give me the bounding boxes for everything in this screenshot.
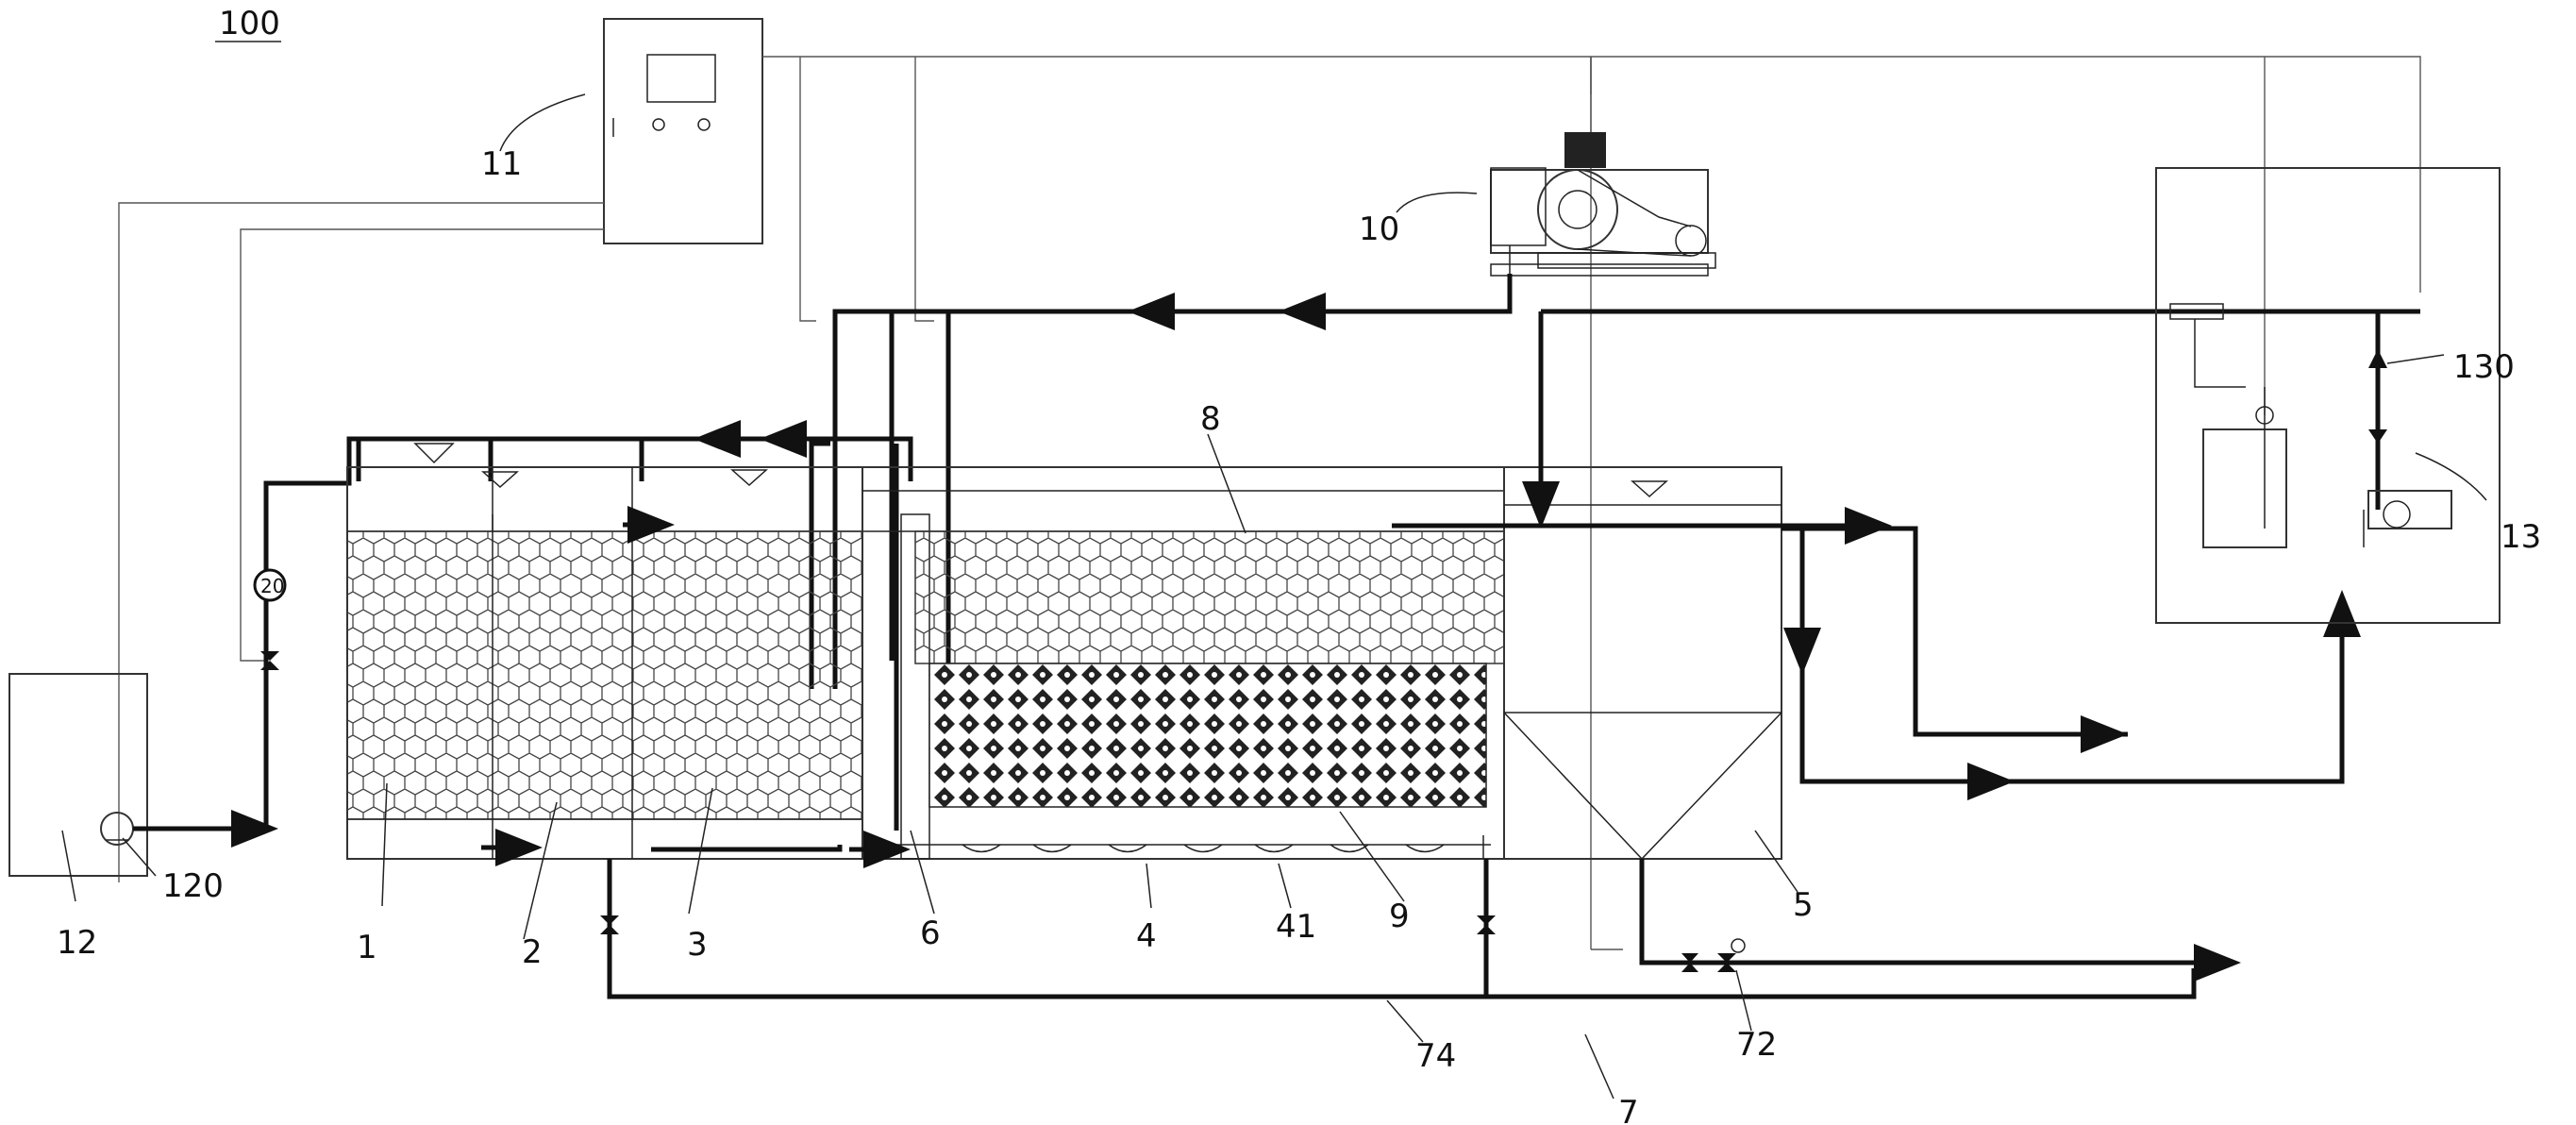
biofilm-media xyxy=(928,663,1487,808)
dosing-unit xyxy=(2155,167,2501,624)
label-tank-2: 2 xyxy=(522,933,543,971)
aerobic-tank xyxy=(849,466,1505,868)
label-pipe-72: 72 xyxy=(1736,1026,1777,1064)
label-raw-tank: 12 xyxy=(57,924,97,962)
label-pipe-74: 74 xyxy=(1415,1037,1456,1075)
flow-gauge-value: 20 xyxy=(260,575,284,597)
raw-water-pipe: 20 xyxy=(133,480,349,848)
flow-gauge xyxy=(253,568,287,602)
figure-label: 100 xyxy=(219,5,280,42)
label-control-cabinet: 11 xyxy=(481,145,522,183)
control-wires xyxy=(118,56,2421,950)
label-valve-130: 130 xyxy=(2453,348,2515,386)
label-sedimentation-5: 5 xyxy=(1793,886,1814,924)
sludge-pipes xyxy=(600,859,2241,999)
raw-water-tank xyxy=(8,673,148,877)
label-pipe-8: 8 xyxy=(1200,400,1221,438)
sedimentation-tank xyxy=(1503,311,1782,965)
blower xyxy=(1490,57,1716,293)
control-cabinet xyxy=(603,18,763,244)
leader-lines xyxy=(61,93,2487,1100)
inflow-distribution-pipe xyxy=(267,420,913,489)
label-tank-4: 4 xyxy=(1136,917,1157,955)
label-dosing-unit: 13 xyxy=(2501,518,2541,556)
label-pump: 120 xyxy=(162,867,224,905)
label-blower: 10 xyxy=(1359,210,1399,248)
label-system-7: 7 xyxy=(1618,1094,1639,1125)
label-channel-6: 6 xyxy=(920,915,941,952)
label-tank-1: 1 xyxy=(357,929,377,966)
label-tank-3: 3 xyxy=(687,926,708,964)
label-media-9: 9 xyxy=(1389,898,1410,935)
anoxic-tanks xyxy=(346,466,1505,866)
label-aerator-41: 41 xyxy=(1276,908,1316,946)
